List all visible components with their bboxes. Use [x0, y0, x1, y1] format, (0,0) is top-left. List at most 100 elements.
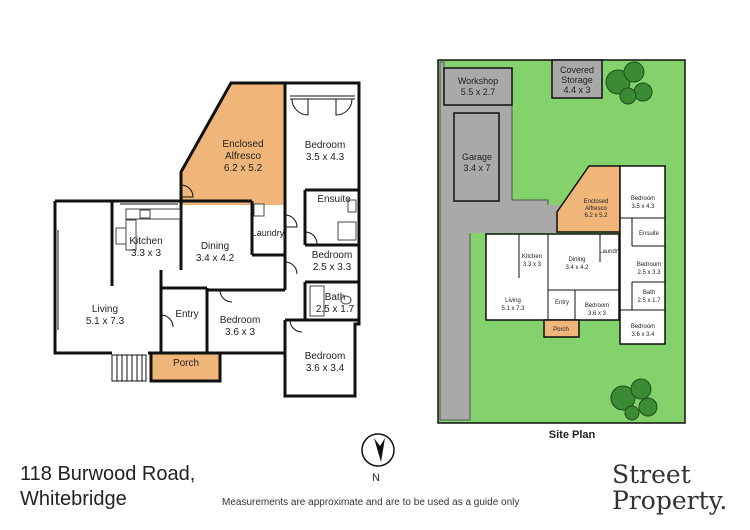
garage: [453, 112, 500, 202]
site-room-size: 5.1 x 7.3: [501, 306, 525, 312]
site-room-size: 6.2 x 5.2: [584, 213, 608, 219]
laundry-tub: [253, 203, 265, 217]
porch-wall: [149, 353, 222, 383]
site-room-label: Ensuite: [639, 231, 660, 237]
room-label-kitchen: Kitchen: [129, 236, 162, 247]
room-label-bath: Bath: [325, 292, 346, 303]
room-label-bedroom-4: Bedroom: [305, 351, 346, 362]
kitchen-sink: [139, 209, 151, 219]
door-swing: [180, 184, 194, 198]
site-room-size: 3.4 x 4.2: [565, 265, 589, 271]
compass-label: N: [372, 472, 380, 484]
porch-fill: [151, 353, 220, 381]
compass-arrow-icon: [374, 438, 385, 462]
workshop: [443, 67, 513, 106]
tree: [624, 405, 640, 421]
brand-logo: Street Property.: [612, 462, 727, 514]
site-label-garage: Garage: [462, 152, 492, 162]
site-room-label: Dining: [568, 257, 585, 263]
tree: [605, 69, 631, 95]
site-room-size: 2.5 x 1.7: [637, 298, 661, 304]
room-size-bath: 2.5 x 1.7: [316, 304, 355, 315]
door-swing: [289, 319, 303, 333]
room-label-ensuite: Ensuite: [317, 194, 351, 205]
site-room-size: 3.6 x 3.4: [631, 332, 655, 338]
door-swing: [284, 214, 298, 228]
site-room-label: Bath: [643, 290, 655, 296]
room-label-porch: Porch: [173, 358, 199, 369]
site-size-garage: 3.4 x 7: [463, 163, 490, 173]
room-size-kitchen: 3.3 x 3: [131, 248, 161, 259]
site-room-label: Porch: [553, 327, 569, 333]
site-porch: [543, 319, 580, 338]
alfresco-fill: [181, 83, 285, 205]
site-house: [485, 165, 666, 345]
alfresco-wall: [179, 81, 285, 205]
site-room-label: Enclosed: [584, 199, 609, 205]
site-size-workshop: 5.5 x 2.7: [461, 87, 496, 97]
kitchen-cooktop: [115, 227, 127, 245]
site-room-label: Entry: [555, 300, 569, 306]
site-room-size: 3.6 x 3: [588, 311, 607, 317]
site-room-label: Living: [505, 298, 521, 304]
property-address: 118 Burwood Road, Whitebridge: [20, 462, 195, 512]
main-floor-plan: Enclosed Alfresco 6.2 x 5.2 Bedroom 3.5 …: [53, 81, 361, 398]
site-plan: Workshop 5.5 x 2.7 Covered Storage 4.4 x…: [437, 59, 686, 441]
ensuite-vanity: [347, 199, 357, 213]
site-bedroom-wing: [619, 165, 666, 345]
ensuite-shower: [337, 221, 357, 241]
site-room-label: Laundry: [599, 249, 621, 255]
entry-stairs: [111, 354, 147, 382]
site-room-label: Bedroom: [631, 196, 655, 202]
site-size-storage: 4.4 x 3: [563, 85, 590, 95]
bath-basin: [340, 295, 352, 305]
tree: [638, 397, 658, 417]
room-size-bedroom-2: 2.5 x 3.3: [313, 262, 352, 273]
tree: [610, 385, 636, 411]
room-size-bedroom-4: 3.6 x 3.4: [306, 363, 345, 374]
room-label-dining: Dining: [201, 241, 229, 252]
tree: [619, 87, 637, 105]
brand-line-1: Street: [612, 460, 691, 489]
kitchen-bench: [125, 208, 181, 220]
site-room-size: 3.5 x 4.3: [631, 204, 655, 210]
room-label-bedroom-2: Bedroom: [312, 250, 353, 261]
tree: [623, 61, 645, 83]
site-label-storage-2: Storage: [561, 75, 593, 85]
door-swing: [291, 98, 309, 116]
door-swing: [160, 314, 174, 328]
site-plan-title: Site Plan: [549, 429, 596, 441]
door-swing: [284, 261, 298, 275]
living-wall-left: [53, 201, 112, 355]
room-label-alfresco: Enclosed: [222, 139, 263, 150]
room-label-laundry: Laundry: [252, 228, 285, 238]
room-label-entry: Entry: [175, 309, 198, 320]
room-label-bedroom-3: Bedroom: [220, 315, 261, 326]
room-label-bedroom-1: Bedroom: [305, 140, 346, 151]
address-line-1: 118 Burwood Road,: [20, 463, 196, 485]
bedroom-wing-wall: [283, 81, 361, 398]
site-room-label: Alfresco: [585, 206, 607, 212]
bath-tub: [309, 285, 325, 317]
door-swing: [304, 231, 318, 245]
room-size-bedroom-3: 3.6 x 3: [225, 327, 255, 338]
site-room-label: Bedroom: [585, 303, 609, 309]
disclaimer-text: Measurements are approximate and are to …: [222, 497, 520, 508]
room-size-bedroom-1: 3.5 x 4.3: [306, 152, 345, 163]
site-label-storage: Covered: [560, 65, 594, 75]
site-room-size: 2.5 x 3.3: [637, 270, 661, 276]
site-alfresco: [556, 165, 621, 233]
tree: [633, 82, 653, 102]
brand-line-2: Property.: [612, 486, 728, 515]
north-compass: N: [361, 433, 395, 484]
room-size-living: 5.1 x 7.3: [86, 316, 125, 327]
tree-cluster-bottom: [610, 378, 658, 421]
address-line-2: Whitebridge: [20, 488, 127, 510]
room-label-living: Living: [92, 304, 118, 315]
room-size-alfresco: 6.2 x 5.2: [224, 163, 263, 174]
tree: [630, 378, 652, 400]
site-room-size: 3.3 x 3: [523, 262, 542, 268]
site-label-workshop: Workshop: [458, 76, 498, 86]
site-room-label: Bedroom: [631, 324, 655, 330]
